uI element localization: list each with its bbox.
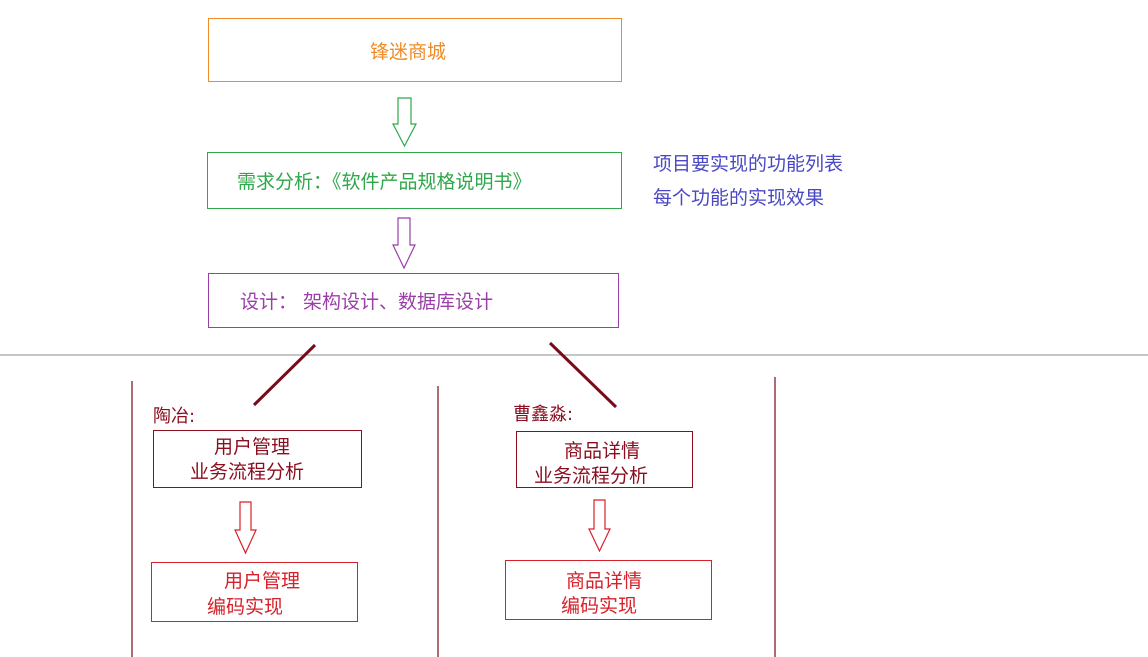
requirements-label: 需求分析：《软件产品规格说明书》 bbox=[237, 171, 532, 193]
arrow-down-purple bbox=[392, 217, 416, 270]
right-analysis-line1: 商品详情 bbox=[564, 440, 641, 462]
arrow-down-red-left bbox=[234, 501, 257, 555]
project-title: 锋迷商城 bbox=[369, 40, 446, 63]
left-analysis-line2: 业务流程分析 bbox=[190, 461, 305, 483]
project-title-box: 锋迷商城 bbox=[208, 18, 622, 82]
arrow-down-red-right bbox=[588, 499, 611, 553]
branch-line-right bbox=[548, 341, 618, 409]
assignee-left: 陶冶: bbox=[153, 406, 196, 427]
branch-line-left bbox=[252, 343, 317, 407]
right-implementation-line2: 编码实现 bbox=[561, 595, 638, 617]
arrow-down-green bbox=[392, 97, 417, 148]
assignee-right: 曹鑫淼: bbox=[513, 404, 574, 425]
left-implementation-line2: 编码实现 bbox=[207, 596, 284, 618]
note-feature-effect: 每个功能的实现效果 bbox=[653, 187, 825, 209]
left-implementation-line1: 用户管理 bbox=[224, 570, 301, 592]
right-analysis-line2: 业务流程分析 bbox=[534, 465, 649, 487]
design-label: 设计： 架构设计、数据库设计 bbox=[240, 291, 494, 313]
right-analysis-box: 商品详情 业务流程分析 bbox=[516, 431, 693, 488]
right-implementation-line1: 商品详情 bbox=[566, 570, 643, 592]
left-implementation-box: 用户管理 编码实现 bbox=[151, 562, 358, 622]
note-feature-list: 项目要实现的功能列表 bbox=[653, 153, 844, 175]
left-analysis-box: 用户管理 业务流程分析 bbox=[153, 430, 362, 488]
left-analysis-line1: 用户管理 bbox=[214, 436, 291, 458]
design-box: 设计： 架构设计、数据库设计 bbox=[208, 273, 619, 328]
right-implementation-box: 商品详情 编码实现 bbox=[505, 560, 712, 620]
requirements-box: 需求分析：《软件产品规格说明书》 bbox=[207, 152, 622, 209]
